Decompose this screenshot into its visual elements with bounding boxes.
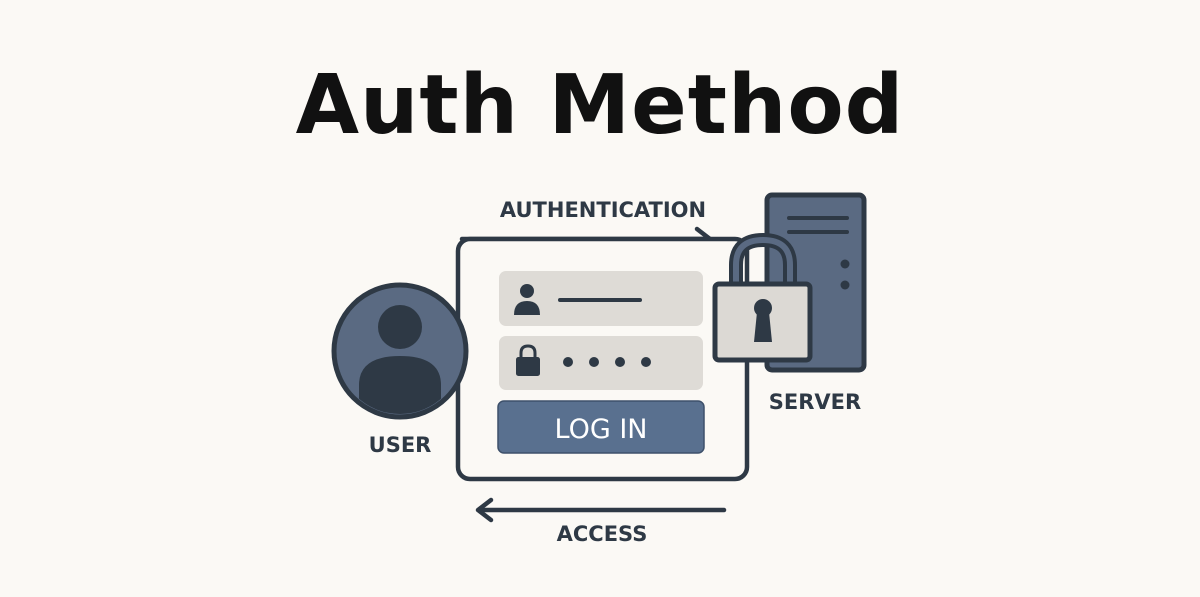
lock-icon — [516, 344, 540, 376]
access-label: ACCESS — [557, 522, 648, 546]
user-label: USER — [369, 433, 432, 457]
access-arrow — [475, 497, 727, 523]
login-button[interactable]: LOG IN — [497, 400, 705, 454]
user-icon — [514, 284, 540, 315]
padlock-icon — [712, 232, 813, 363]
login-button-label: LOG IN — [555, 414, 648, 445]
diagram-title: Auth Method — [295, 58, 905, 153]
server-label: SERVER — [769, 390, 861, 414]
username-field[interactable] — [499, 271, 703, 326]
authentication-label: AUTHENTICATION — [500, 198, 706, 222]
password-mask-dots — [563, 357, 651, 367]
user-avatar — [331, 282, 469, 420]
password-field[interactable] — [499, 336, 703, 390]
